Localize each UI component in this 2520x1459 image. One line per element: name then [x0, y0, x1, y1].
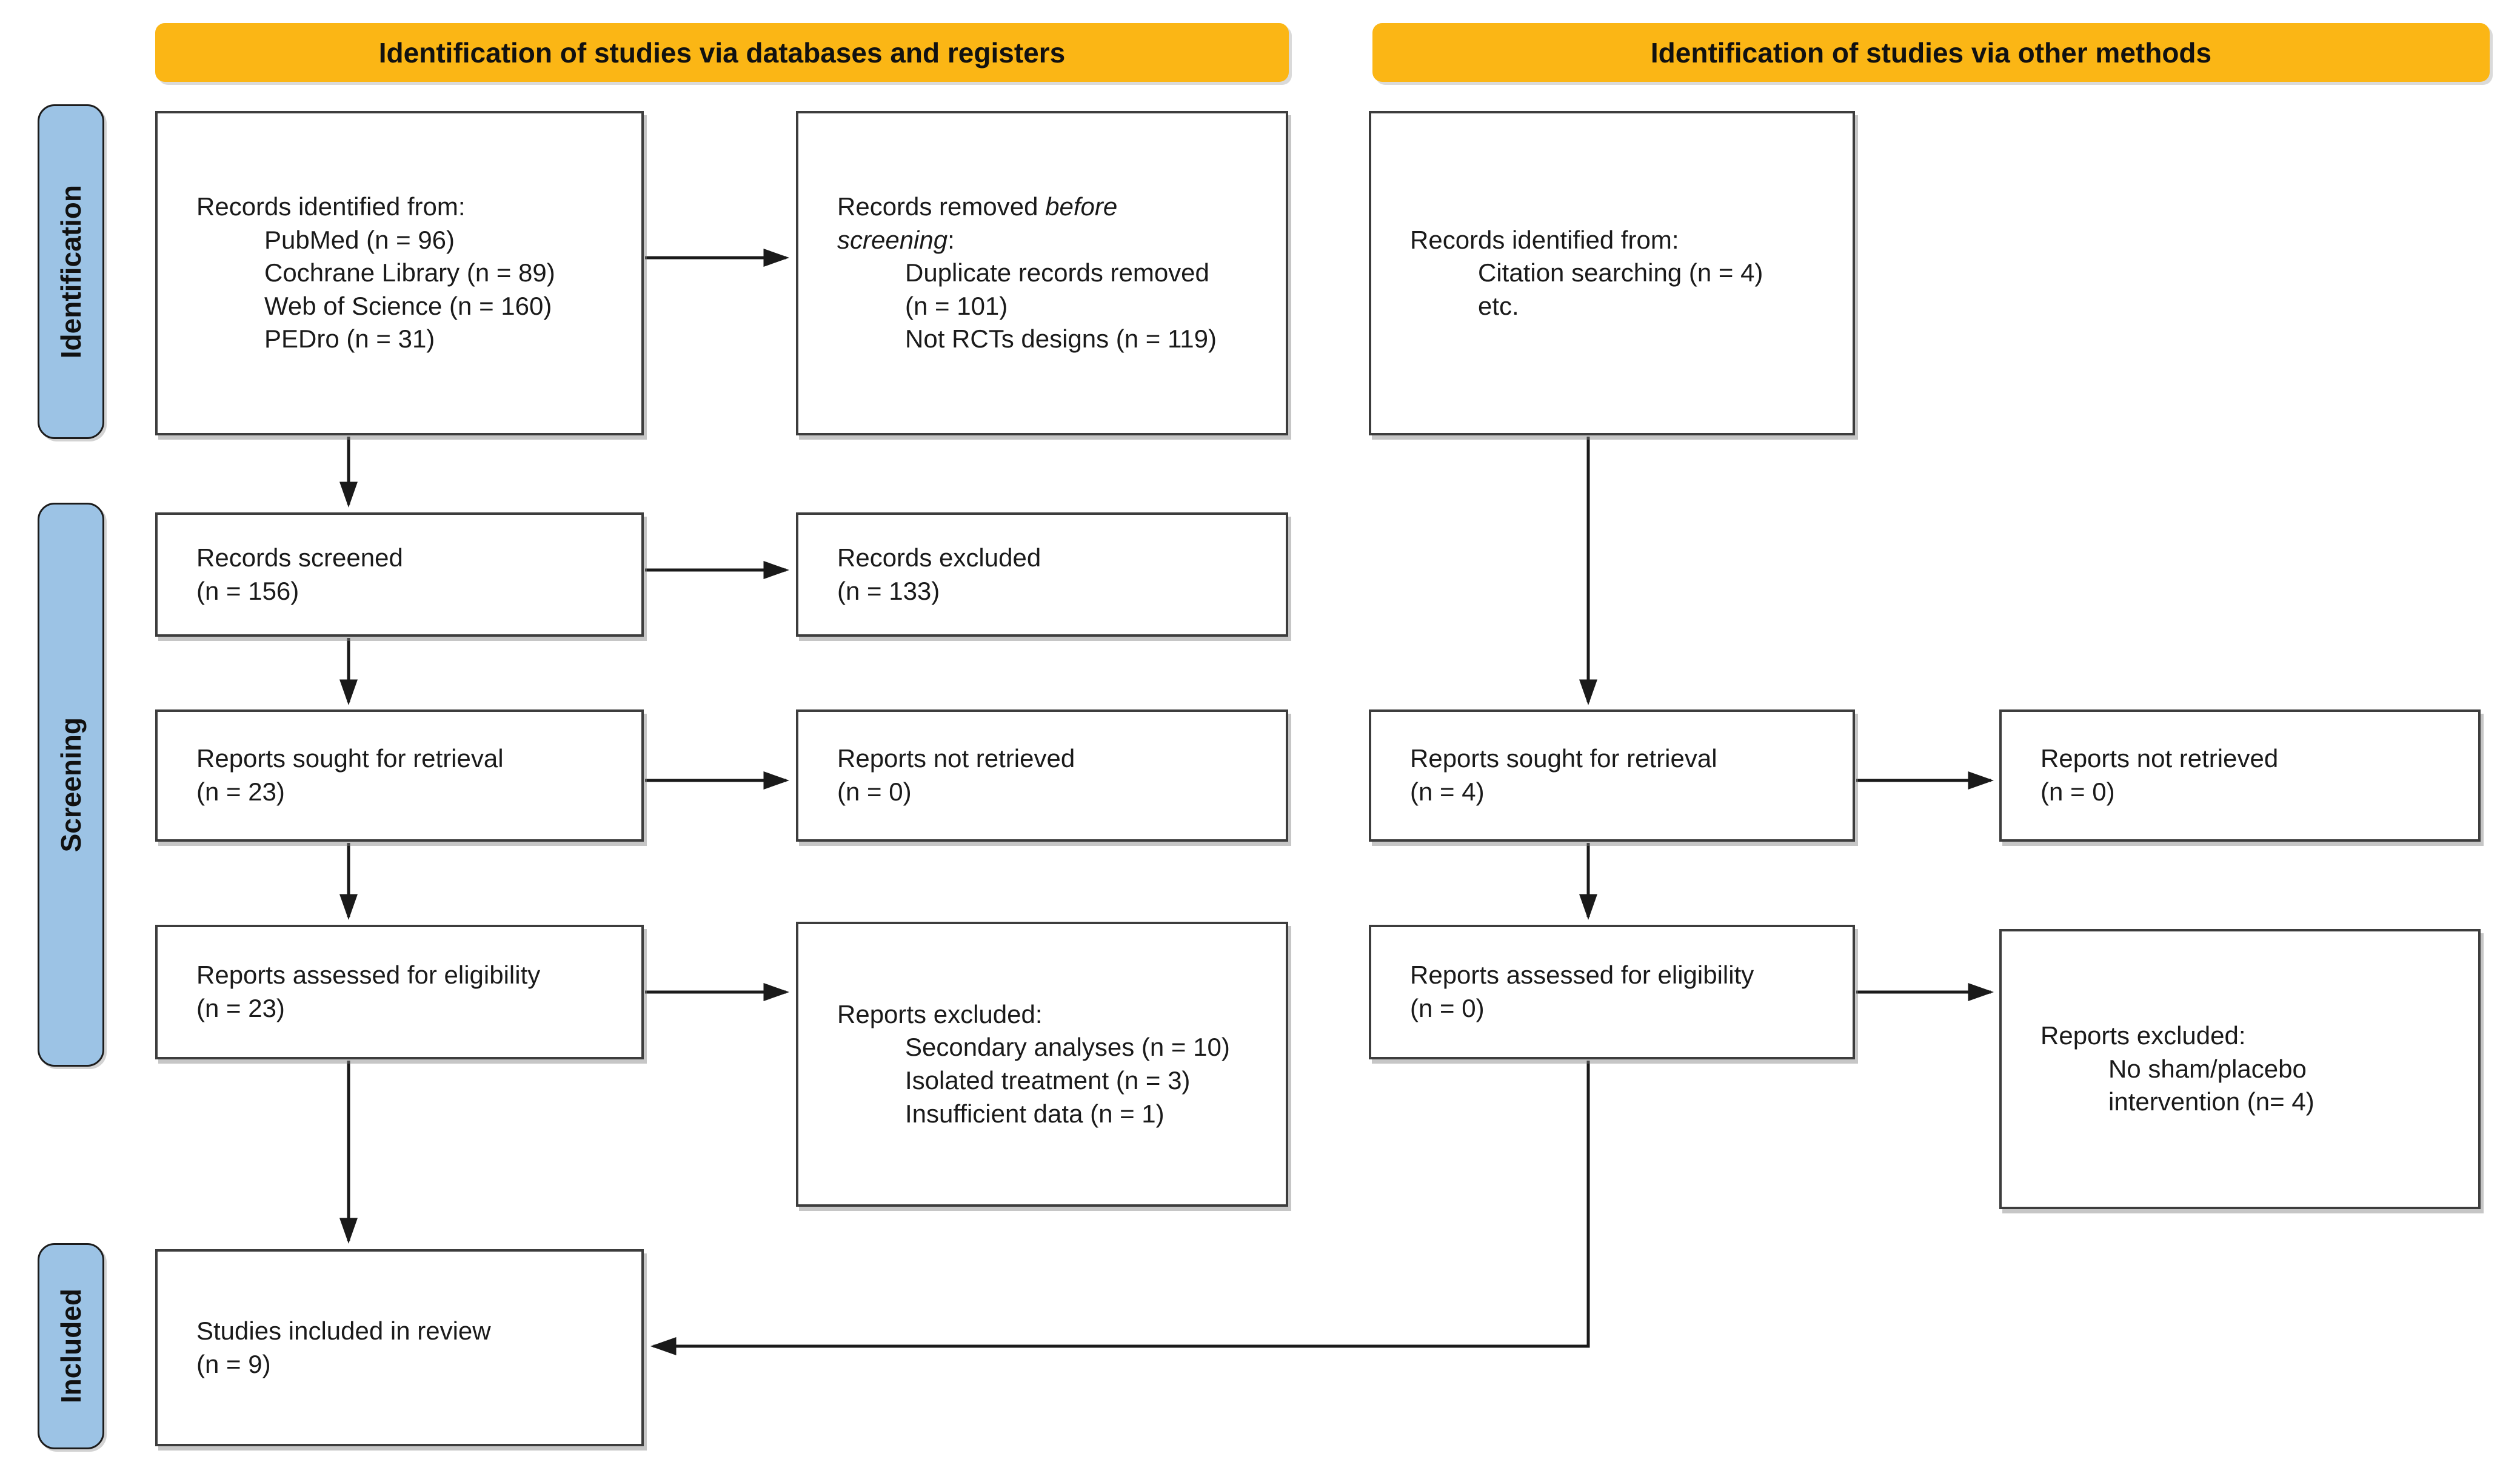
box-text-line: (n = 4) — [1410, 777, 1485, 806]
box-text-line: screening: — [837, 225, 955, 254]
box-text-line: Reports not retrieved — [2040, 744, 2279, 773]
box-records-identified-databases: Records identified from: PubMed (n = 96) C… — [155, 111, 644, 435]
box-text-line: (n = 101) — [905, 291, 1008, 320]
box-text-line: Reports assessed for eligibility — [196, 961, 541, 990]
box-text-line: Reports sought for retrieval — [196, 744, 504, 773]
box-text-line: (n = 156) — [196, 576, 299, 605]
box-text-line: Citation searching (n = 4) — [1478, 258, 1763, 287]
box-reports-assessed-databases: Reports assessed for eligibility (n = 23) — [155, 925, 644, 1059]
box-text-line: Cochrane Library (n = 89) — [264, 258, 555, 287]
box-text-line: intervention (n= 4) — [2108, 1087, 2314, 1116]
box-reports-sought-databases: Reports sought for retrieval (n = 23) — [155, 709, 644, 842]
box-text-line: Duplicate records removed — [905, 258, 1209, 287]
box-reports-sought-other: Reports sought for retrieval (n = 4) — [1369, 709, 1855, 842]
box-reports-not-retrieved-databases: Reports not retrieved (n = 0) — [796, 709, 1288, 842]
box-text-line: (n = 9) — [196, 1349, 271, 1378]
box-text-line: (n = 0) — [837, 777, 912, 806]
box-text-line: Records excluded — [837, 543, 1041, 572]
box-text-line: Reports sought for retrieval — [1410, 744, 1717, 773]
box-text-line: Web of Science (n = 160) — [264, 291, 552, 320]
box-text-line: Reports excluded: — [2040, 1021, 2246, 1050]
stage-label-identification: Identification — [38, 104, 104, 439]
arrow-other-assessed-to-included — [650, 1061, 1590, 1355]
box-text-line: Records identified from: — [1410, 225, 1679, 254]
banner-databases-registers-label: Identification of studies via databases … — [378, 36, 1066, 69]
box-records-identified-other: Records identified from: Citation searchi… — [1369, 111, 1855, 435]
banner-other-methods: Identification of studies via other meth… — [1372, 23, 2490, 82]
box-text-line: Not RCTs designs (n = 119) — [905, 324, 1217, 354]
box-text-line: Insufficient data (n = 1) — [905, 1099, 1165, 1128]
box-text-line: Reports excluded: — [837, 999, 1043, 1028]
box-text-line: Secondary analyses (n = 10) — [905, 1033, 1230, 1062]
box-reports-excluded-other: Reports excluded: No sham/placebo interven… — [1999, 929, 2481, 1209]
box-text-line: (n = 0) — [1410, 994, 1485, 1022]
box-text-line: Isolated treatment (n = 3) — [905, 1066, 1191, 1095]
box-records-removed-before-screening: Records removed before screening: Duplicat… — [796, 111, 1288, 435]
box-records-excluded: Records excluded (n = 133) — [796, 512, 1288, 637]
banner-other-methods-label: Identification of studies via other meth… — [1650, 36, 2212, 69]
box-text-line: Records screened — [196, 543, 403, 572]
box-text-line: PEDro (n = 31) — [264, 324, 435, 354]
box-text-line: etc. — [1478, 291, 1519, 320]
box-reports-excluded-databases: Reports excluded: Secondary analyses (n =… — [796, 922, 1288, 1207]
box-text-line: PubMed (n = 96) — [264, 225, 455, 254]
box-text-line: Reports not retrieved — [837, 744, 1075, 773]
box-text-line: (n = 23) — [196, 777, 285, 806]
box-studies-included: Studies included in review (n = 9) — [155, 1249, 644, 1446]
banner-databases-registers: Identification of studies via databases … — [155, 23, 1289, 82]
box-text-line: (n = 0) — [2040, 777, 2115, 806]
box-reports-assessed-other: Reports assessed for eligibility (n = 0) — [1369, 925, 1855, 1059]
box-text-line: Records identified from: — [196, 192, 466, 221]
box-text-line: Reports assessed for eligibility — [1410, 961, 1754, 990]
box-reports-not-retrieved-other: Reports not retrieved (n = 0) — [1999, 709, 2481, 842]
box-text-line: (n = 23) — [196, 994, 285, 1022]
stage-label-screening: Screening — [38, 503, 104, 1067]
box-text-line: Records removed before — [837, 192, 1118, 221]
box-text-line: (n = 133) — [837, 576, 940, 605]
box-records-screened: Records screened (n = 156) — [155, 512, 644, 637]
stage-label-included: Included — [38, 1243, 104, 1449]
box-text-line: Studies included in review — [196, 1316, 491, 1345]
box-text-line: No sham/placebo — [2108, 1054, 2307, 1083]
